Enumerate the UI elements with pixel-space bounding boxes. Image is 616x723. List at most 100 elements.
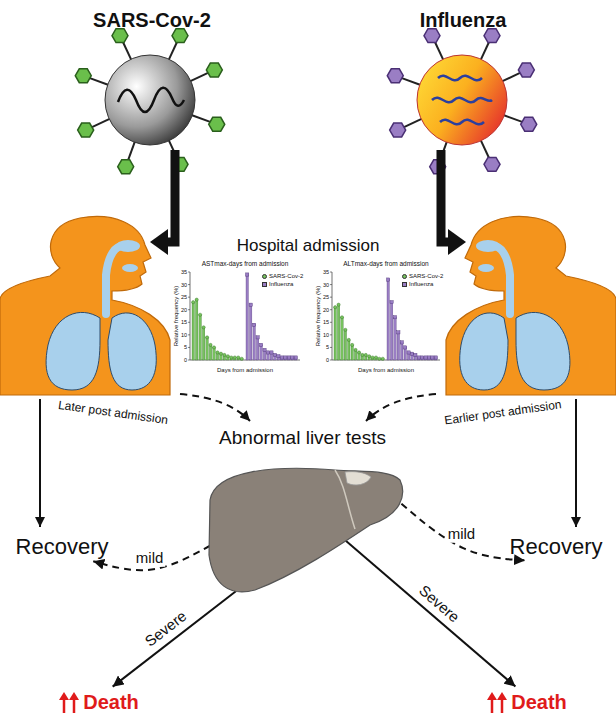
tick-mark [188, 284, 190, 285]
bar-marker [263, 348, 266, 351]
bar [192, 302, 194, 360]
bar-marker [192, 301, 195, 304]
connector [346, 541, 516, 687]
liver-drawing [195, 425, 410, 600]
spike [481, 140, 489, 158]
tick-mark [188, 297, 190, 298]
tick-label: 30 [323, 282, 329, 288]
tick-label: 10 [181, 332, 187, 338]
spike-head [206, 63, 222, 77]
tick-label: 0 [326, 357, 329, 363]
spike-head [390, 123, 406, 137]
bar [341, 317, 343, 360]
up-arrow [491, 699, 494, 713]
bar-marker [240, 357, 243, 360]
chart-title: ASTmax-days from admission [202, 260, 289, 267]
bar-marker [393, 316, 396, 319]
spike [191, 115, 210, 122]
bar [390, 302, 392, 360]
bar-marker [230, 356, 233, 359]
bar-marker [381, 357, 384, 360]
bar-marker [374, 356, 377, 359]
outcome-label: Recovery [506, 532, 607, 561]
tick-label: 5 [184, 344, 187, 350]
spike [481, 42, 489, 60]
tick-mark [188, 347, 190, 348]
bar-marker [273, 353, 276, 356]
bar [213, 347, 215, 360]
node-text: Death [511, 691, 567, 714]
virus-label: Influenza [416, 7, 511, 34]
tick-mark [188, 360, 190, 361]
bar-marker [334, 306, 337, 309]
tick-label: 20 [323, 307, 329, 313]
tick-label: 0 [184, 357, 187, 363]
tick-label: 30 [181, 282, 187, 288]
bar-marker [390, 301, 393, 304]
bar-marker [237, 356, 240, 359]
up-arrow-head [487, 692, 497, 700]
legend-item: SARS-Cov-2 [402, 273, 443, 280]
bar-marker [226, 355, 229, 358]
legend-swatch [262, 282, 267, 287]
y-axis [332, 272, 333, 360]
tick-mark [330, 297, 332, 298]
person-silhouette [446, 217, 616, 395]
bar-marker [387, 278, 390, 281]
node-text: Death [83, 691, 139, 714]
tick-label: 25 [181, 294, 187, 300]
bar-marker [216, 351, 219, 354]
edge-label: mild [446, 526, 478, 543]
bar-marker [340, 316, 343, 319]
bar-charts [188, 272, 440, 360]
bar-marker [424, 356, 427, 359]
bar-marker [347, 338, 350, 341]
bar-marker [277, 355, 280, 358]
bar-marker [270, 351, 273, 354]
up-arrow [63, 699, 66, 713]
spike-head [521, 117, 537, 131]
bar-marker [246, 273, 249, 276]
spike [503, 115, 522, 122]
node-text: SARS-Cov-2 [93, 9, 211, 32]
legend-item: Influenza [262, 281, 293, 288]
spike-head [424, 29, 440, 43]
tick-mark [330, 360, 332, 361]
connector [93, 546, 210, 570]
bar-marker [202, 326, 205, 329]
spike-head [118, 160, 134, 174]
bar-marker [354, 348, 357, 351]
legend-text: SARS-Cov-2 [409, 273, 443, 280]
bar-marker [280, 356, 283, 359]
connector [113, 591, 236, 686]
spike [123, 42, 131, 60]
node-text: Recovery [510, 534, 603, 559]
node-text: Recovery [16, 534, 109, 559]
bar-marker [219, 352, 222, 355]
spike-head [484, 29, 500, 43]
legend-item: Influenza [402, 281, 433, 288]
bar [249, 305, 251, 360]
up-arrows [487, 691, 509, 715]
spike-head [78, 123, 94, 137]
connector [401, 504, 525, 561]
tick-mark [330, 284, 332, 285]
spike [502, 73, 520, 81]
gallbladder [345, 472, 371, 485]
bar [348, 340, 350, 360]
bar-marker [431, 356, 434, 359]
tick-mark [330, 322, 332, 323]
bar [246, 275, 248, 360]
bar-marker [195, 298, 198, 301]
tick-mark [188, 309, 190, 310]
bar-marker [253, 323, 256, 326]
legend-text: Influenza [269, 281, 293, 288]
bar [209, 345, 211, 360]
legend-text: Influenza [409, 281, 433, 288]
tick-mark [188, 322, 190, 323]
legend-swatch [402, 282, 407, 287]
bar-marker [249, 303, 252, 306]
bar-marker [199, 313, 202, 316]
bar-marker [284, 356, 287, 359]
